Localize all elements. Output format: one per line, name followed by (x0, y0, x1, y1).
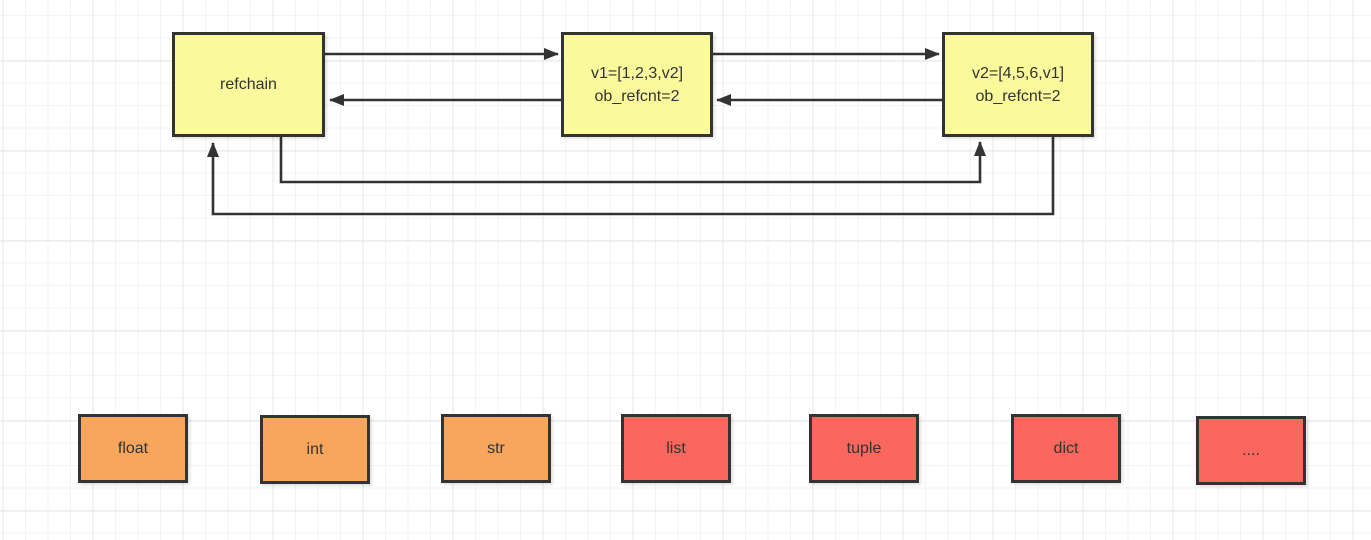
type-box-list-label: list (666, 440, 686, 457)
type-box-ellipsis[interactable]: .... (1196, 416, 1306, 485)
type-box-list[interactable]: list (621, 414, 731, 483)
node-v2-line2: ob_refcnt=2 (975, 87, 1061, 105)
connector-refchain-to-v2-bottom[interactable] (279, 135, 986, 184)
type-box-ellipsis-label: .... (1242, 442, 1260, 459)
type-box-int-label: int (306, 441, 324, 458)
type-box-tuple[interactable]: tuple (809, 414, 919, 483)
type-box-dict[interactable]: dict (1011, 414, 1121, 483)
node-refchain-label: refchain (220, 76, 277, 93)
node-v1[interactable]: v1=[1,2,3,v2] ob_refcnt=2 (561, 32, 713, 137)
type-box-float-label: float (117, 440, 149, 457)
node-v1-line1: v1=[1,2,3,v2] (590, 64, 684, 82)
connector-v2-to-refchain-bottom[interactable] (207, 135, 1055, 216)
type-box-float[interactable]: float (78, 414, 188, 483)
node-v1-line2: ob_refcnt=2 (594, 87, 680, 105)
type-box-tuple-label: tuple (846, 440, 882, 457)
node-v2-line1: v2=[4,5,6,v1] (971, 64, 1065, 82)
type-box-str[interactable]: str (441, 414, 551, 483)
type-box-str-label: str (487, 440, 505, 457)
type-box-dict-label: dict (1053, 440, 1079, 457)
node-v2[interactable]: v2=[4,5,6,v1] ob_refcnt=2 (942, 32, 1094, 137)
type-box-int[interactable]: int (260, 415, 370, 484)
node-refchain[interactable]: refchain (172, 32, 325, 137)
